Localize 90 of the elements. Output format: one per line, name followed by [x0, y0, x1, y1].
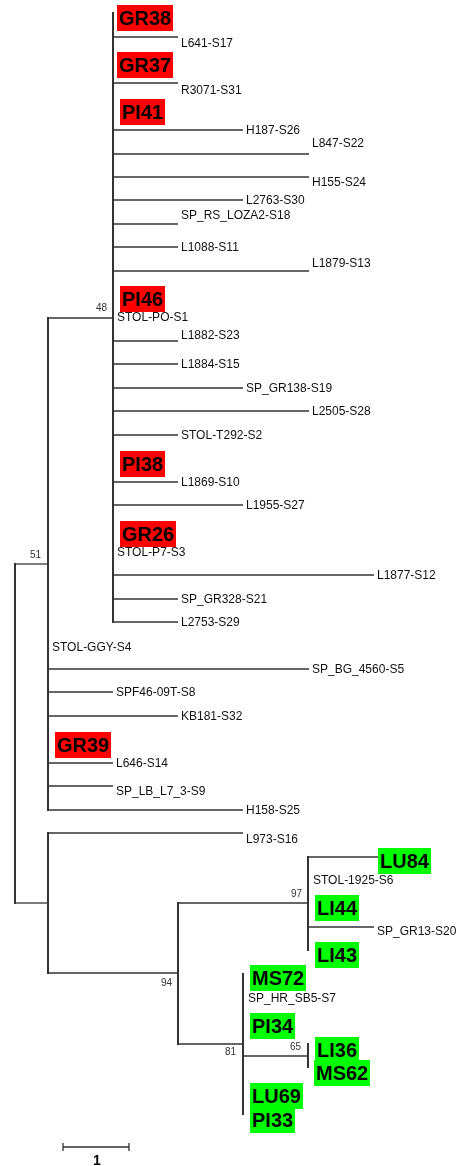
branch-line [48, 668, 310, 670]
taxon-label: H158-S25 [243, 803, 301, 817]
taxon-label: SP_GR328-S21 [178, 592, 268, 606]
highlighted-label: LU69 [250, 1083, 303, 1109]
branch-line [48, 972, 178, 974]
taxon-label: STOL-T292-S2 [178, 428, 263, 442]
highlighted-label: PI33 [250, 1107, 296, 1133]
highlighted-label: MS72 [250, 965, 307, 991]
highlighted-label: LI44 [315, 895, 360, 921]
taxon-label: L1884-S15 [178, 357, 240, 371]
taxon-label: L641-S17 [178, 36, 234, 50]
branch-line [113, 199, 244, 201]
taxon-label: KB181-S32 [178, 709, 243, 723]
highlighted-label: PI46 [120, 286, 166, 312]
taxon-label: STOL-PO-S1 [114, 310, 189, 324]
branch-line [178, 1043, 243, 1045]
taxon-label: L1869-S10 [178, 475, 240, 489]
branch-line [48, 809, 244, 811]
taxon-label: STOL-P7-S3 [114, 545, 186, 559]
bootstrap-value: 81 [225, 1046, 237, 1058]
taxon-label: SP_GR13-S20 [374, 924, 457, 938]
bootstrap-value: 51 [30, 549, 42, 561]
taxon-label: L1882-S23 [178, 328, 240, 342]
branch-line [48, 762, 114, 764]
branch-line [113, 176, 310, 178]
taxon-label: L973-S16 [243, 832, 299, 846]
taxon-label: R3071-S31 [178, 83, 242, 97]
branch-line [113, 387, 244, 389]
branch-line [113, 434, 179, 436]
branch-line [48, 715, 179, 717]
branch-line [113, 36, 179, 38]
taxon-label: L2753-S29 [178, 615, 240, 629]
branch-line [15, 563, 48, 565]
branch-line [113, 270, 310, 272]
taxon-label: L2763-S30 [243, 193, 305, 207]
branch-line [113, 153, 310, 155]
taxon-label: L1088-S11 [178, 240, 239, 254]
highlighted-label: PI41 [120, 99, 166, 125]
branch-line [113, 246, 179, 248]
branch-line [113, 481, 179, 483]
branch-line [243, 1055, 308, 1057]
bootstrap-value: 94 [161, 977, 173, 989]
taxon-label: SP_HR_SB5-S7 [245, 991, 337, 1005]
branch-line [308, 856, 379, 858]
highlighted-label: MS62 [314, 1060, 371, 1086]
scale-value: 1 [93, 1152, 101, 1166]
branch-line [308, 926, 375, 928]
highlighted-label: PI34 [250, 1013, 296, 1039]
branch-line [113, 598, 179, 600]
taxon-label: L646-S14 [113, 756, 169, 770]
highlighted-label: LI36 [315, 1037, 360, 1063]
taxon-label: SP_LB_L7_3-S9 [113, 784, 206, 798]
bootstrap-value: 65 [290, 1041, 302, 1053]
taxon-label: SP_GR138-S19 [243, 381, 333, 395]
highlighted-label: LU84 [378, 848, 431, 874]
taxon-label: L2505-S28 [309, 404, 371, 418]
branch-line [48, 691, 114, 693]
taxon-label: L1879-S13 [309, 256, 371, 270]
branch-line [48, 317, 113, 319]
bootstrap-value: 48 [96, 302, 108, 314]
bootstrap-value: 97 [291, 888, 303, 900]
branch-line [113, 410, 310, 412]
branch-line [113, 223, 179, 225]
highlighted-label: GR38 [117, 5, 174, 31]
highlighted-label: GR39 [55, 732, 112, 758]
branch-line [178, 902, 308, 904]
taxon-label: STOL-1925-S6 [310, 873, 394, 887]
taxon-label: STOL-GGY-S4 [49, 640, 132, 654]
branch-line [113, 363, 179, 365]
taxon-label: H155-S24 [309, 175, 367, 189]
taxon-label: SPF46-09T-S8 [113, 685, 196, 699]
branch-line [113, 504, 244, 506]
branch-line [48, 832, 244, 834]
branch-line [113, 340, 179, 342]
branch-line [113, 129, 244, 131]
taxon-label: H187-S26 [243, 123, 301, 137]
taxon-label: L847-S22 [309, 136, 365, 150]
branch-line [113, 574, 375, 576]
taxon-label: L1955-S27 [243, 498, 305, 512]
branch-line [113, 621, 179, 623]
highlighted-label: LI43 [315, 942, 360, 968]
highlighted-label: GR26 [120, 521, 177, 547]
branch-line [113, 82, 179, 84]
branch-line [48, 785, 114, 787]
taxon-label: SP_BG_4560-S5 [309, 662, 405, 676]
branch-line [15, 902, 48, 904]
highlighted-label: GR37 [117, 52, 174, 78]
taxon-label: SP_RS_LOZA2-S18 [178, 208, 291, 222]
highlighted-label: PI38 [120, 451, 166, 477]
taxon-label: L1877-S12 [374, 568, 436, 582]
